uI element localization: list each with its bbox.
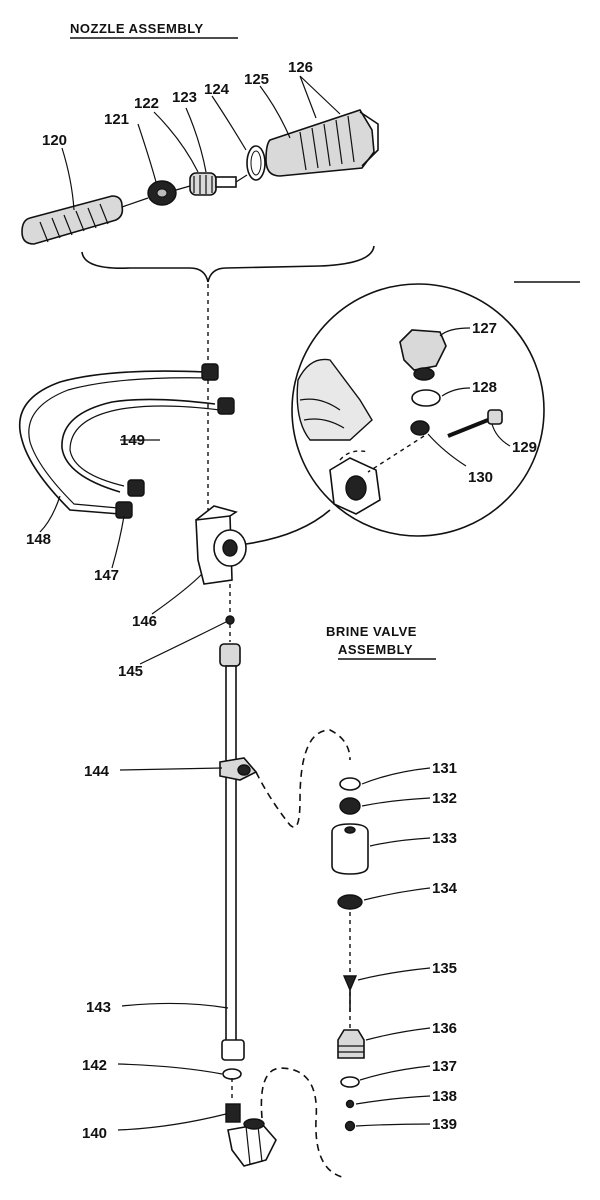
label-123: 123	[172, 89, 197, 106]
brine-valve-title-line1: BRINE VALVE	[326, 624, 417, 639]
label-131: 131	[432, 760, 457, 777]
label-149: 149	[120, 432, 145, 449]
part-146-valve-body	[195, 505, 247, 585]
part-128-oring	[411, 389, 441, 407]
tube-149-inner	[69, 405, 221, 487]
brine-valve-title-line2: ASSEMBLY	[338, 642, 413, 657]
label-133: 133	[432, 830, 457, 847]
brine-line-lower-dotted	[260, 1067, 347, 1179]
label-132: 132	[432, 790, 457, 807]
part-147-nut-b	[115, 501, 133, 519]
part-135-stem	[342, 975, 358, 1012]
label-125: 125	[244, 71, 269, 88]
label-135: 135	[432, 960, 457, 977]
detail-circle	[291, 283, 545, 537]
label-124: 124	[204, 81, 230, 98]
label-138: 138	[432, 1088, 457, 1105]
part-124-oring	[246, 145, 266, 181]
part-145-ball	[225, 615, 235, 625]
part-122-123-throat	[189, 172, 237, 196]
label-129: 129	[512, 439, 537, 456]
label-126: 126	[288, 59, 313, 76]
part-147-nut-a	[127, 479, 145, 497]
label-148: 148	[26, 531, 51, 548]
label-142: 142	[82, 1057, 107, 1074]
nozzle-assembly-title: NOZZLE ASSEMBLY	[70, 21, 204, 36]
part-130-washer	[410, 420, 430, 436]
label-120: 120	[42, 132, 67, 149]
part-143-riser-tube	[225, 665, 237, 1043]
detail-axis-line	[367, 435, 425, 473]
part-142-oring	[222, 1068, 242, 1080]
label-134: 134	[432, 880, 458, 897]
part-136-fitting	[337, 1029, 365, 1059]
tube-148-outer	[18, 370, 206, 515]
part-125-126-nozzle-body	[265, 109, 379, 177]
part-120-screen	[21, 195, 124, 245]
part-127-cap	[399, 329, 447, 381]
riser-bottom-fitting	[221, 1039, 245, 1061]
part-131-cap	[339, 777, 361, 791]
label-147: 147	[94, 567, 119, 584]
part-121-disc	[147, 180, 177, 206]
label-128: 128	[472, 379, 497, 396]
brine-line-upper-dotted	[255, 729, 351, 828]
top-fitting	[219, 643, 241, 667]
label-139: 139	[432, 1116, 457, 1133]
tube-148-inner	[28, 377, 211, 509]
label-137: 137	[432, 1058, 457, 1075]
leader-lines	[39, 75, 511, 1131]
nozzle-group-brace	[81, 245, 375, 283]
label-121: 121	[104, 111, 129, 128]
label-140: 140	[82, 1125, 107, 1142]
label-146: 146	[132, 613, 157, 630]
label-136: 136	[432, 1020, 457, 1037]
nozzle-axis-line	[121, 174, 248, 208]
tube-nut-upper	[201, 363, 219, 381]
part-144-clip	[219, 757, 258, 781]
callout-connector	[245, 509, 331, 545]
label-144: 144	[84, 763, 110, 780]
tube-149-outer	[61, 398, 216, 493]
part-133-valve-body	[331, 823, 369, 875]
part-138-ball	[345, 1099, 355, 1109]
part-140-air-check	[225, 1103, 277, 1167]
label-145: 145	[118, 663, 143, 680]
label-127: 127	[472, 320, 497, 337]
tube-nut-lower	[217, 397, 235, 415]
label-143: 143	[86, 999, 111, 1016]
part-132-seal	[339, 797, 361, 815]
part-134-seat	[337, 894, 363, 910]
label-130: 130	[468, 469, 493, 486]
part-137-oring	[340, 1076, 360, 1088]
label-122: 122	[134, 95, 159, 112]
part-129-screw	[447, 409, 503, 438]
detail-valve-housing	[296, 358, 381, 515]
part-139-ball	[344, 1120, 356, 1132]
